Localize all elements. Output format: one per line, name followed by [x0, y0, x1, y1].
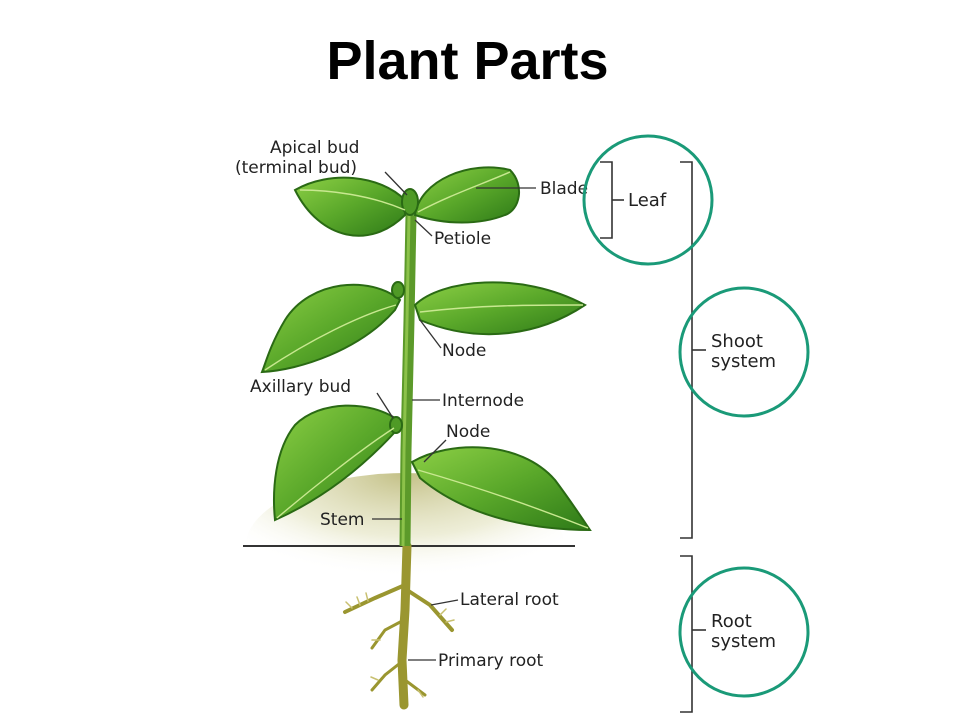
apical-bud-label: Apical bud — [270, 138, 359, 158]
system-brackets — [600, 161, 706, 713]
stem — [399, 214, 417, 547]
shoot-highlight-circle — [678, 286, 810, 418]
internode-label: Internode — [442, 391, 524, 411]
root-highlight-circle — [678, 566, 810, 698]
highlight-circles — [582, 134, 810, 698]
terminal-bud-label: (terminal bud) — [235, 158, 357, 178]
shoot-system-label-line1: Shoot — [711, 331, 763, 352]
node-upper-label: Node — [442, 341, 486, 361]
root-system-label-line2: system — [711, 631, 776, 652]
root-system-label-line1: Root — [711, 611, 752, 632]
leaf-veins — [264, 171, 589, 529]
page-title: Plant Parts — [326, 31, 609, 91]
roots — [343, 541, 455, 710]
primary-root-label: Primary root — [438, 651, 544, 671]
blade-label: Blade — [540, 179, 588, 199]
axillary-bud-label: Axillary bud — [250, 377, 351, 397]
leader-lines — [372, 171, 536, 661]
petiole-label: Petiole — [434, 229, 491, 249]
shoot-system-label-line2: system — [711, 351, 776, 372]
leaves — [260, 166, 592, 532]
node-lower-label: Node — [446, 422, 490, 442]
leaf-system-label: Leaf — [628, 190, 667, 211]
stem-label: Stem — [320, 510, 364, 530]
lateral-root-label: Lateral root — [460, 590, 559, 610]
leaf-highlight-circle — [582, 134, 714, 266]
